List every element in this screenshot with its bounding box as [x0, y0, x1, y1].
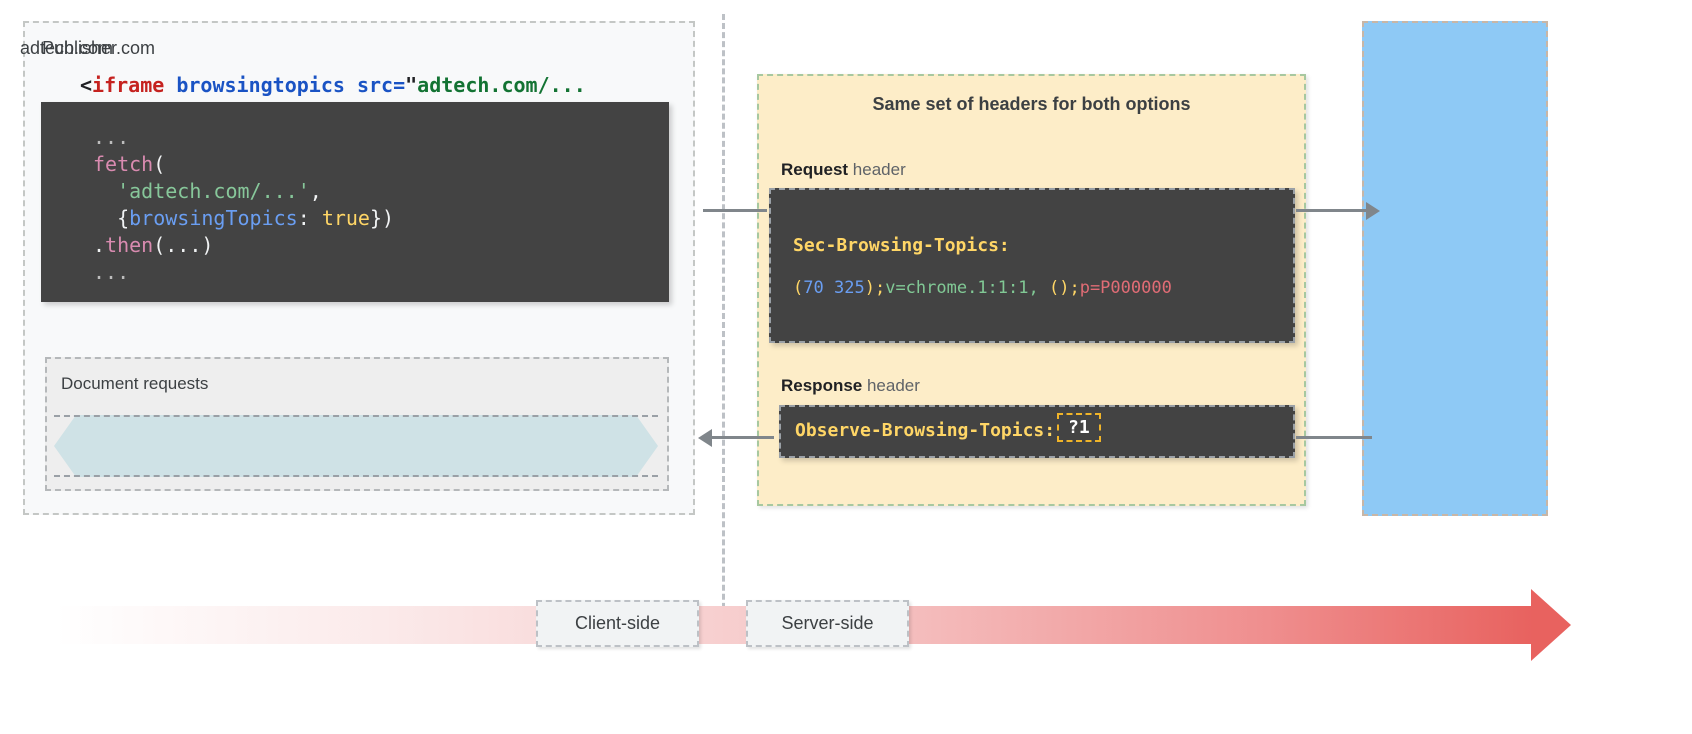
- request-header-code-box: Sec-Browsing-Topics: (70 325);v=chrome.1…: [769, 188, 1295, 343]
- code-brace-open: {: [117, 206, 130, 230]
- arrow-publisher-to-request-header: [703, 209, 767, 212]
- timeline-chip-client-side: Client-side: [536, 600, 699, 647]
- publisher-panel-label: Publisher.com: [42, 38, 156, 58]
- observe-browsing-topics-header-value: ?1: [1057, 413, 1101, 442]
- request-header-caption-rest: header: [848, 160, 906, 179]
- code-browsingtopics-prop: browsingTopics: [129, 206, 298, 230]
- adtech-panel: [1362, 21, 1548, 516]
- arrow-request-header-to-adtech-line: [1296, 209, 1370, 212]
- headers-panel-title: Same set of headers for both options: [872, 94, 1191, 114]
- code-ellipsis-top: ...: [93, 125, 130, 149]
- observe-browsing-topics-header-name: Observe-Browsing-Topics:: [795, 420, 1056, 441]
- timeline-chip-server-side: Server-side: [746, 600, 909, 647]
- iframe-tag-name: iframe: [92, 73, 165, 97]
- value-semicolon-2: ;: [1069, 278, 1080, 298]
- document-requests-box: Document requests: [45, 357, 669, 491]
- iframe-snippet-chip: [54, 415, 658, 477]
- response-header-caption-rest: header: [862, 376, 920, 395]
- client-server-divider: [722, 14, 725, 636]
- iframe-code-snippet: <iframe browsingtopics src="adtech.com/.…: [80, 73, 586, 97]
- response-header-caption: Response header: [781, 376, 920, 396]
- request-header-caption-bold: Request: [781, 160, 849, 179]
- arrow-response-header-to-publisher-head-icon: [698, 429, 712, 447]
- value-topic-b: 325: [833, 278, 865, 298]
- code-ellipsis-bottom: ...: [93, 260, 130, 284]
- code-fetch-keyword: fetch: [93, 152, 154, 176]
- code-dot: .: [93, 233, 106, 257]
- document-requests-label: Document requests: [61, 374, 209, 393]
- value-empty-set: (): [1038, 278, 1070, 298]
- timeline-arrow-head-icon: [1531, 589, 1571, 661]
- code-true-value: true: [321, 206, 370, 230]
- response-header-code-box: Observe-Browsing-Topics: ?1: [779, 405, 1295, 458]
- fetch-code-block: ... fetch( 'adtech.com/...', {browsingTo…: [41, 102, 669, 302]
- headers-panel: Same set of headers for both options Req…: [757, 74, 1306, 506]
- code-comma: ,: [309, 179, 322, 203]
- code-then-keyword: then: [105, 233, 154, 257]
- adtech-panel-label: adtech.com: [20, 38, 114, 58]
- response-header-caption-bold: Response: [781, 376, 863, 395]
- request-header-caption: Request header: [781, 160, 906, 180]
- value-paren-open: (: [793, 278, 804, 298]
- iframe-quote: ": [405, 73, 418, 97]
- value-version: v=chrome.1:1:1,: [885, 278, 1039, 298]
- code-brace-close: }): [369, 206, 395, 230]
- code-open-paren: (: [153, 152, 166, 176]
- code-url-string: 'adtech.com/...': [117, 179, 310, 203]
- value-topic-a: 70: [803, 278, 824, 298]
- iframe-src-value: adtech.com/...: [417, 73, 586, 97]
- code-then-args: (...): [153, 233, 214, 257]
- iframe-attributes: browsingtopics src=: [164, 73, 406, 97]
- sec-browsing-topics-header-value: (70 325);v=chrome.1:1:1, ();p=P000000: [793, 278, 1172, 298]
- iframe-open-bracket: <: [80, 73, 93, 97]
- arrow-request-header-to-adtech-head-icon: [1366, 202, 1380, 220]
- value-precision: p=P000000: [1079, 278, 1172, 298]
- value-semicolon-1: ;: [874, 278, 886, 298]
- sec-browsing-topics-header-name: Sec-Browsing-Topics:: [793, 235, 1010, 256]
- value-paren-close: ): [864, 278, 875, 298]
- value-space: [824, 278, 834, 298]
- code-prop-colon: :: [297, 206, 322, 230]
- arrow-response-header-to-publisher-line: [712, 436, 774, 439]
- arrow-adtech-to-response-header-line: [1296, 436, 1372, 439]
